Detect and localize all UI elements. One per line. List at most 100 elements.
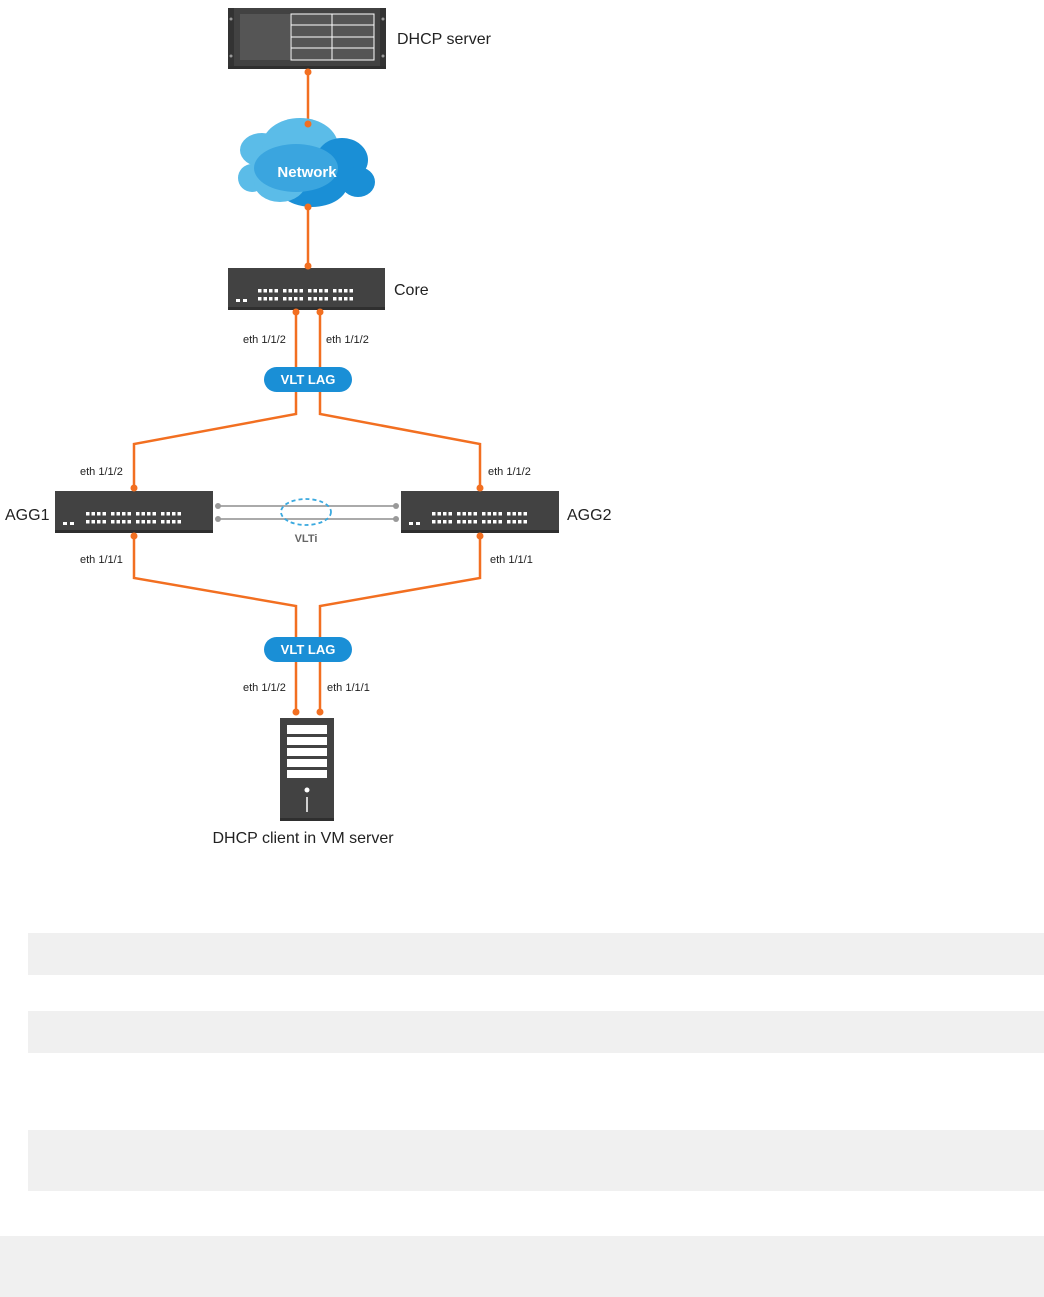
switch-port xyxy=(102,512,106,516)
switch-port xyxy=(299,289,303,293)
switch-port xyxy=(482,520,486,524)
switch-port xyxy=(349,297,353,301)
switch-port xyxy=(324,297,328,301)
switch-port xyxy=(102,520,106,524)
switch-port xyxy=(172,520,176,524)
switch-port xyxy=(177,512,181,516)
switch-port xyxy=(161,520,165,524)
switch-port xyxy=(127,520,131,524)
switch-port xyxy=(518,520,522,524)
switch-port xyxy=(86,520,90,524)
switch-port xyxy=(288,289,292,293)
switch-port xyxy=(437,520,441,524)
links xyxy=(132,72,482,712)
content-band-3 xyxy=(28,1130,1044,1191)
switch-port xyxy=(86,512,90,516)
switch-port xyxy=(432,520,436,524)
core-switch-icon xyxy=(228,268,385,310)
switch-port xyxy=(166,512,170,516)
switch-port xyxy=(482,512,486,516)
switch-port xyxy=(457,520,461,524)
switch-port xyxy=(313,289,317,293)
switch-port xyxy=(324,289,328,293)
vlt-lag-bottom-label: VLT LAG xyxy=(281,642,336,657)
switch-port xyxy=(91,520,95,524)
switch-port xyxy=(299,297,303,301)
agg1-label: AGG1 xyxy=(5,507,50,524)
vlti-label: VLTi xyxy=(295,533,318,545)
agg1-port-down-label: eth 1/1/1 xyxy=(80,554,123,566)
switch-port xyxy=(141,520,145,524)
switch-port xyxy=(507,520,511,524)
switch-port xyxy=(122,520,126,524)
dhcp-server-label: DHCP server xyxy=(397,31,492,48)
switch-port xyxy=(319,289,323,293)
switch-port xyxy=(493,512,497,516)
client-port-right-label: eth 1/1/1 xyxy=(327,682,370,694)
switch-port xyxy=(443,520,447,524)
switch-port xyxy=(166,520,170,524)
switch-port xyxy=(462,512,466,516)
switch-port xyxy=(493,520,497,524)
switch-port xyxy=(523,520,527,524)
switch-port xyxy=(344,289,348,293)
switch-port xyxy=(136,520,140,524)
content-band-2 xyxy=(28,1011,1044,1053)
agg2-label: AGG2 xyxy=(567,507,612,524)
switch-port xyxy=(111,520,115,524)
switch-port xyxy=(116,520,120,524)
switch-port xyxy=(136,512,140,516)
network-topology-diagram: DHCP server Network Core eth 1/1/2 eth 1… xyxy=(5,8,612,847)
switch-port xyxy=(177,520,181,524)
agg1-switch-icon xyxy=(55,491,213,533)
switch-port xyxy=(283,297,287,301)
switch-port xyxy=(338,297,342,301)
vlti-link xyxy=(215,498,399,526)
switch-port xyxy=(294,297,298,301)
switch-port xyxy=(468,520,472,524)
switch-port xyxy=(473,520,477,524)
switch-port xyxy=(487,512,491,516)
rack-server-icon xyxy=(228,8,386,69)
link-vlt-agg1 xyxy=(132,392,298,488)
agg2-port-up-label: eth 1/1/2 xyxy=(488,466,531,478)
switch-port xyxy=(473,512,477,516)
switch-port xyxy=(152,520,156,524)
switch-port xyxy=(448,520,452,524)
connection-dots xyxy=(130,68,484,716)
switch-port xyxy=(498,512,502,516)
vlt-lag-top: VLT LAG xyxy=(264,367,352,392)
agg2-switch-icon xyxy=(401,491,559,533)
cloud-icon xyxy=(238,118,375,207)
switch-port xyxy=(498,520,502,524)
switch-port xyxy=(443,512,447,516)
switch-port xyxy=(91,512,95,516)
switch-port xyxy=(269,289,273,293)
core-label: Core xyxy=(394,282,429,299)
switch-port xyxy=(448,512,452,516)
core-port-left-label: eth 1/1/2 xyxy=(243,334,286,346)
switch-port xyxy=(333,289,337,293)
switch-port xyxy=(97,512,101,516)
switch-port xyxy=(437,512,441,516)
switch-port xyxy=(349,289,353,293)
switch-port xyxy=(507,512,511,516)
switch-port xyxy=(432,512,436,516)
switch-port xyxy=(294,289,298,293)
switch-port xyxy=(468,512,472,516)
switch-port xyxy=(308,289,312,293)
switch-port xyxy=(258,297,262,301)
switch-port xyxy=(288,297,292,301)
switch-port xyxy=(269,297,273,301)
switch-port xyxy=(141,512,145,516)
switch-port xyxy=(338,289,342,293)
switch-port xyxy=(161,512,165,516)
switch-port xyxy=(111,512,115,516)
switch-port xyxy=(258,289,262,293)
switch-port xyxy=(122,512,126,516)
client-port-left-label: eth 1/1/2 xyxy=(243,682,286,694)
switch-port xyxy=(313,297,317,301)
content-band-4 xyxy=(0,1236,1044,1297)
switch-port xyxy=(462,520,466,524)
switch-port xyxy=(523,512,527,516)
